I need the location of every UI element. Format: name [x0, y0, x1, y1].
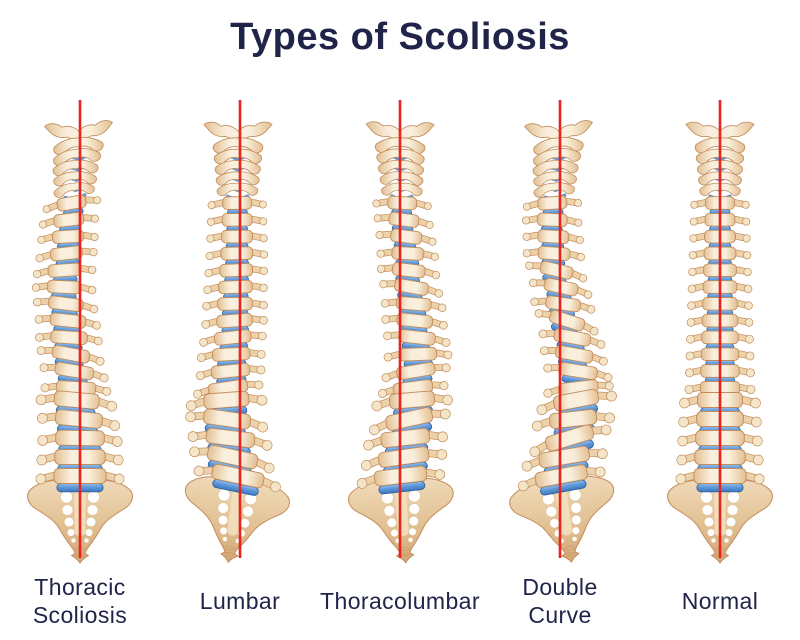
spine-figure-double-curve [509, 99, 617, 563]
thoracic-vertebra [379, 277, 444, 302]
thoracic-vertebra [206, 212, 268, 233]
thoracic-vertebra [530, 295, 596, 319]
spine-label-line: Double [522, 573, 598, 600]
thoracic-vertebra [380, 295, 447, 318]
thoracic-vertebra [39, 361, 109, 386]
spine-figure-thoracolumbar [348, 99, 454, 563]
spine-label-thoracolumbar: Thoracolumbar [320, 568, 480, 634]
spine-label-lumbar: Lumbar [160, 568, 320, 634]
spine-label-line: Thoracic [34, 573, 126, 600]
lumbar-vertebra [193, 463, 281, 496]
spine-label-line: Thoracolumbar [320, 587, 480, 614]
thoracic-vertebra [525, 260, 588, 285]
page-title: Types of Scoliosis [230, 16, 570, 58]
thoracic-vertebra [206, 229, 268, 250]
spine-label-line: Scoliosis [32, 601, 128, 628]
spine-label-line: Curve [528, 601, 592, 628]
thoracic-vertebra [688, 246, 752, 267]
spine-figure-lumbar [184, 99, 290, 563]
spine-column-thoracolumbar: Thoracolumbar [320, 88, 480, 634]
spine-column-lumbar: Lumbar [160, 88, 320, 634]
thoracic-vertebra [31, 279, 97, 301]
lumbar-vertebra [35, 467, 125, 492]
lumbar-vertebra [360, 445, 448, 476]
spine-label-line: Normal [681, 587, 759, 614]
spine-figure-thoracic-scoliosis [27, 99, 133, 564]
spine-label-line: Lumbar [199, 587, 281, 614]
spine-column-normal: Normal [640, 88, 800, 634]
thoracic-vertebra [539, 344, 608, 370]
spine-figure-normal [667, 99, 773, 564]
spine-label-normal: Normal [640, 568, 800, 634]
